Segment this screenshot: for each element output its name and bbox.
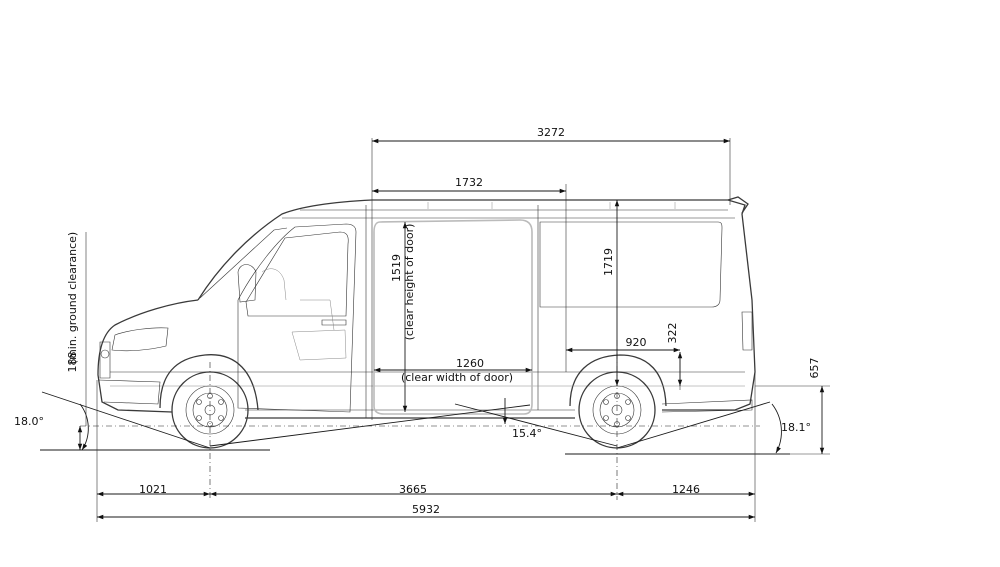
door-opening-outline [373, 219, 533, 415]
label-ground-clearance-value: 188 [66, 352, 79, 373]
label-ramp-angle: 15.4° [512, 427, 542, 440]
label-wheel-arch-height: 322 [666, 323, 679, 344]
label-door-clear-width-text: (clear width of door) [401, 371, 513, 384]
ramp-line-front [209, 404, 531, 447]
label-cargo-height: 1719 [602, 248, 615, 276]
approach-angle-line [41, 391, 211, 449]
label-wheel-arch-width: 920 [626, 336, 647, 349]
label-wheelbase: 3665 [399, 483, 427, 496]
departure-angle-line [616, 401, 771, 449]
van-outline [97, 196, 756, 419]
label-rear-overhang: 1246 [672, 483, 700, 496]
label-door-clear-height-value: 1519 [390, 254, 403, 282]
label-door-clear-width-value: 1260 [456, 357, 484, 370]
ramp-line-rear [454, 403, 618, 447]
approach-angle-arc [79, 403, 89, 451]
label-overall-length: 5932 [412, 503, 440, 516]
label-ground-clearance-text: (min. ground clearance) [66, 232, 79, 364]
label-approach-angle: 18.0° [14, 415, 44, 428]
label-departure-angle: 18.1° [781, 421, 811, 434]
departure-angle-arc [771, 403, 782, 454]
extension-lines [85, 138, 830, 522]
label-front-overhang: 1021 [139, 483, 167, 496]
label-door-clear-height-text: (clear height of door) [403, 224, 416, 341]
label-load-sill-height: 657 [808, 358, 821, 379]
label-cargo-length: 3272 [537, 126, 565, 139]
label-door-to-partition: 1732 [455, 176, 483, 189]
